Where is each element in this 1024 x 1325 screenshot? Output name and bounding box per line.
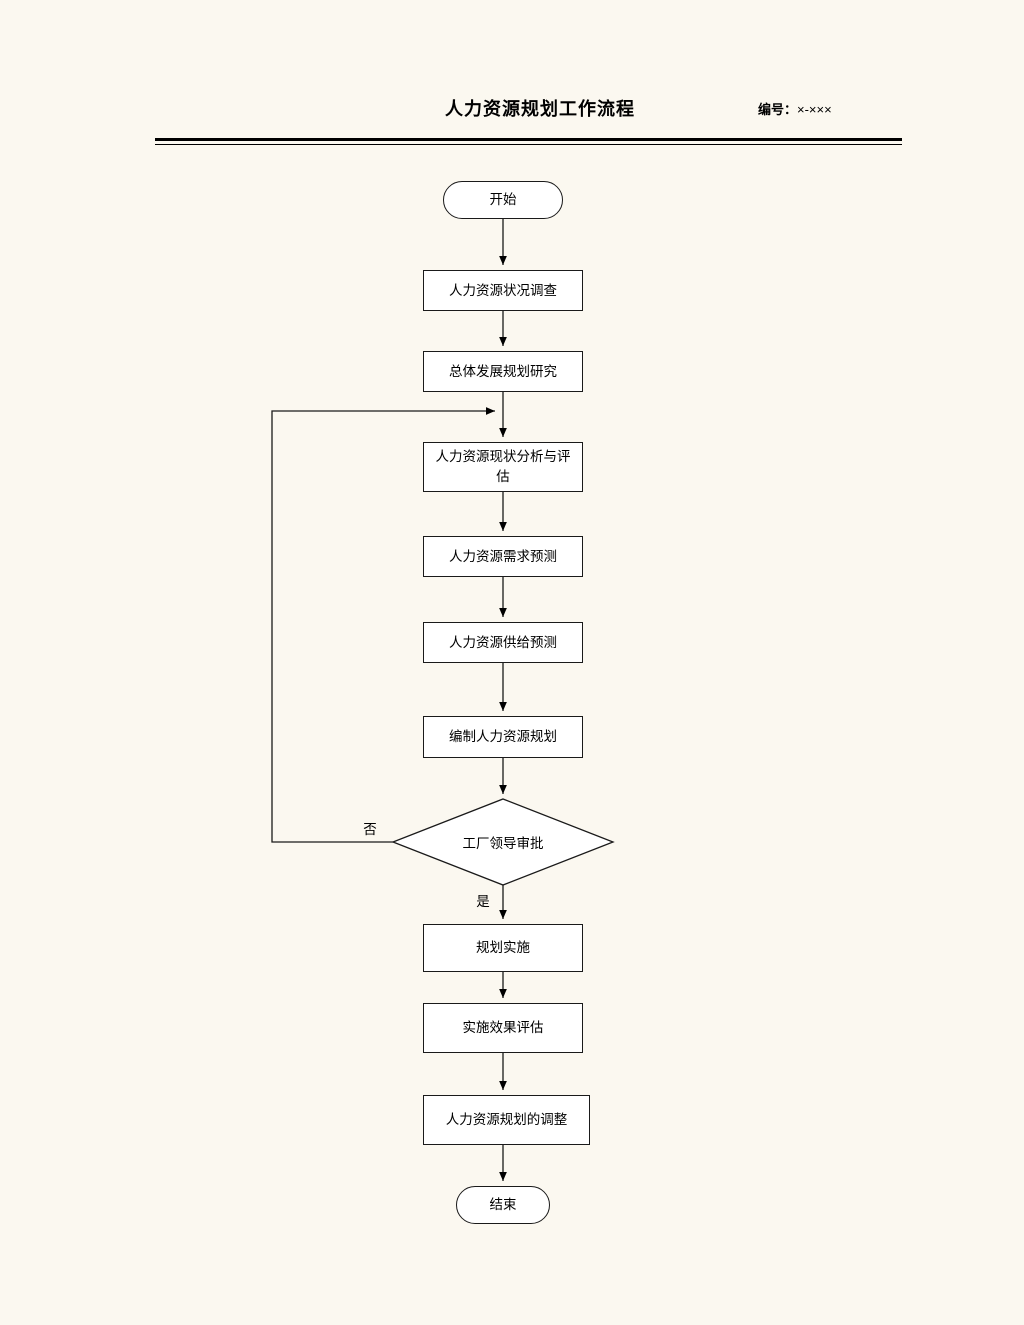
header-divider-thin (155, 144, 902, 145)
header-divider-thick (155, 138, 902, 141)
node-hr-status-survey: 人力资源状况调查 (423, 270, 583, 311)
node-plan-implementation: 规划实施 (423, 924, 583, 972)
node-start: 开始 (443, 181, 563, 219)
node-end: 结束 (456, 1186, 550, 1224)
doc-code-value: ×-××× (797, 102, 832, 117)
node-compile-hr-plan: 编制人力资源规划 (423, 716, 583, 758)
feedback-loop-no (271, 407, 495, 843)
doc-code-label: 编号： (758, 102, 798, 117)
node-overall-plan-research: 总体发展规划研究 (423, 351, 583, 392)
doc-code: 编号：×-××× (758, 99, 832, 118)
node-implementation-evaluation: 实施效果评估 (423, 1003, 583, 1053)
page-title: 人力资源规划工作流程 (445, 99, 635, 119)
node-hr-plan-adjustment: 人力资源规划的调整 (423, 1095, 590, 1145)
node-hr-analysis-evaluation: 人力资源现状分析与评估 (423, 442, 583, 492)
node-decision-leader-approval: 工厂领导审批 (462, 836, 544, 851)
node-hr-supply-forecast: 人力资源供给预测 (423, 622, 583, 663)
node-hr-demand-forecast: 人力资源需求预测 (423, 536, 583, 577)
branch-label-yes: 是 (476, 894, 490, 909)
branch-label-no: 否 (363, 822, 377, 837)
decision-diamond-shape (391, 798, 615, 886)
